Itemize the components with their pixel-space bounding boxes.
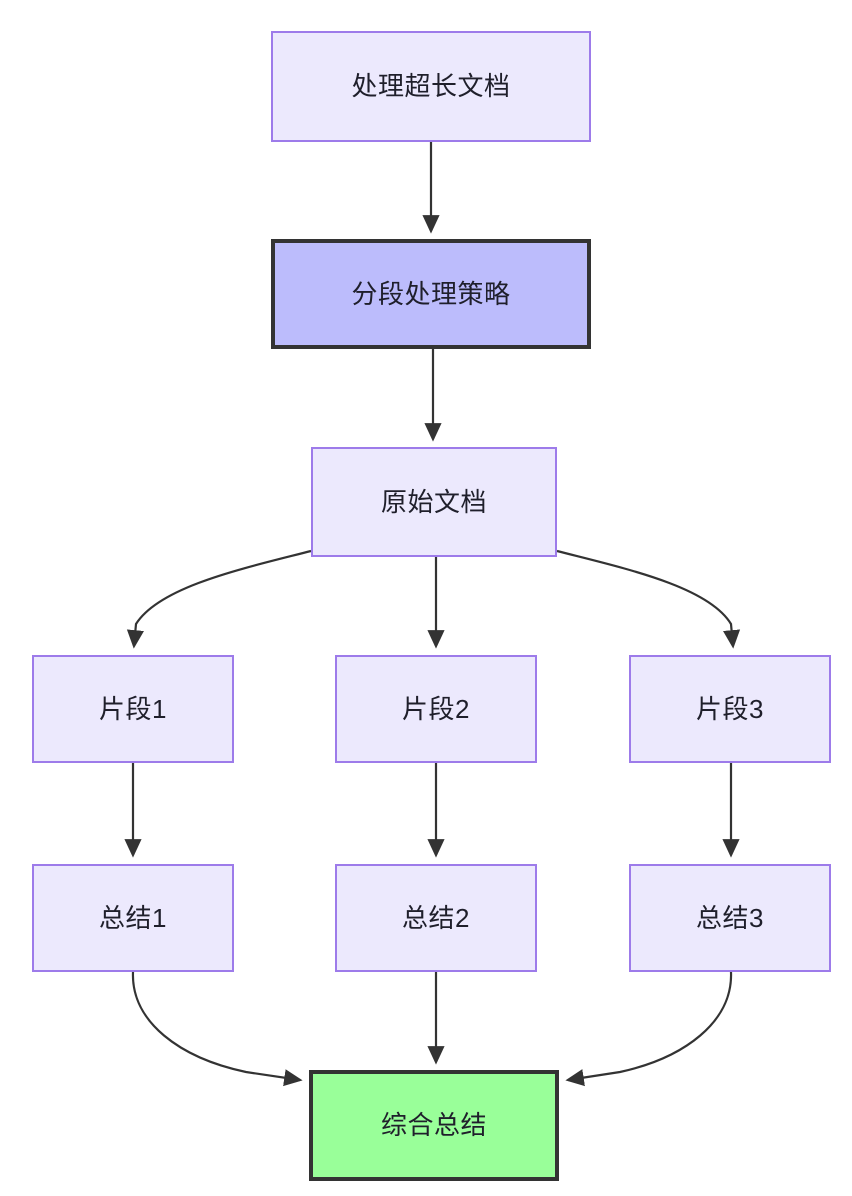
node-chunking-strategy[interactable]: 分段处理策略 — [271, 239, 591, 349]
node-source-document[interactable]: 原始文档 — [311, 447, 557, 557]
node-label: 处理超长文档 — [351, 71, 511, 102]
edge-source-to-chunk1 — [126, 549, 312, 649]
node-label: 分段处理策略 — [351, 278, 511, 309]
node-final-summary[interactable]: 综合总结 — [309, 1070, 559, 1181]
edge-summary3-to-final — [565, 971, 733, 1087]
node-chunk-3[interactable]: 片段3 — [629, 655, 831, 763]
node-label: 片段2 — [402, 693, 470, 724]
node-label: 总结3 — [696, 902, 764, 933]
node-process-long-document[interactable]: 处理超长文档 — [271, 31, 591, 142]
edge-summary1-to-final — [131, 971, 303, 1087]
node-summary-1[interactable]: 总结1 — [32, 864, 234, 972]
node-summary-3[interactable]: 总结3 — [629, 864, 831, 972]
node-summary-2[interactable]: 总结2 — [335, 864, 537, 972]
node-chunk-2[interactable]: 片段2 — [335, 655, 537, 763]
node-label: 片段3 — [696, 693, 764, 724]
node-label: 总结1 — [99, 902, 167, 933]
node-label: 综合总结 — [380, 1110, 487, 1141]
node-label: 原始文档 — [380, 486, 487, 517]
node-label: 片段1 — [99, 693, 167, 724]
node-label: 总结2 — [402, 902, 470, 933]
node-chunk-1[interactable]: 片段1 — [32, 655, 234, 763]
edge-source-to-chunk3 — [556, 549, 741, 649]
